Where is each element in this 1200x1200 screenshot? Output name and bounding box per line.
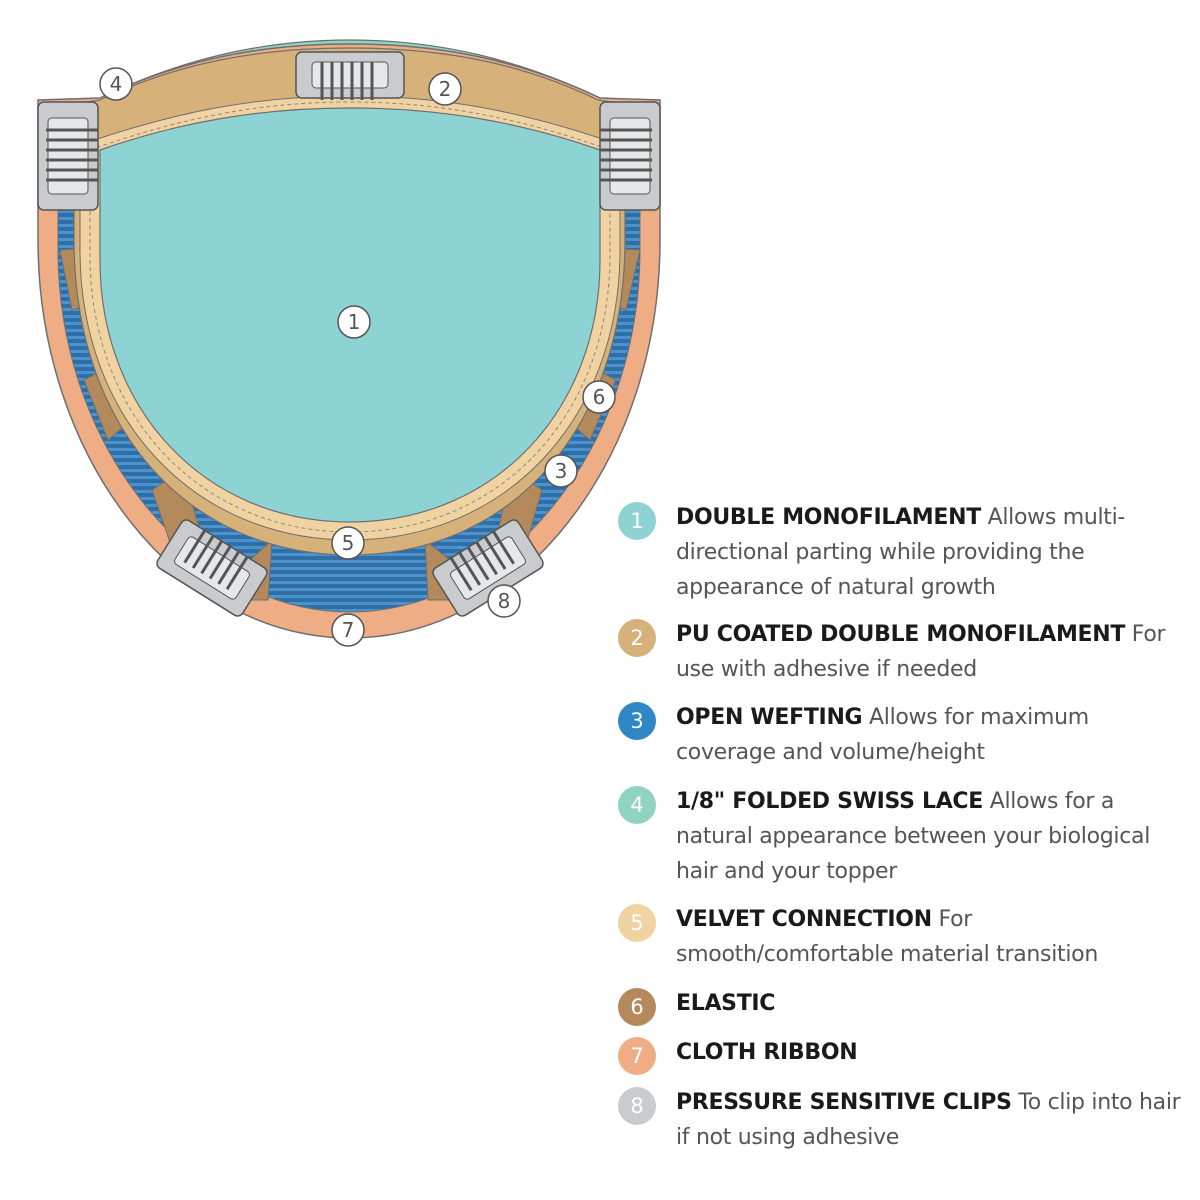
legend-color-dot: 6 xyxy=(618,988,656,1026)
legend-color-dot: 3 xyxy=(618,702,656,740)
legend-description: Allows multi-directional parting while p… xyxy=(676,505,1126,600)
marker-2: 2 xyxy=(428,72,462,106)
legend-description: For smooth/comfortable material transiti… xyxy=(676,907,1098,967)
clip-bottom-left xyxy=(156,519,268,617)
legend-text: CLOTH RIBBON xyxy=(676,1035,1191,1070)
legend-text: PRESSURE SENSITIVE CLIPS To clip into ha… xyxy=(676,1085,1191,1155)
legend-title: VELVET CONNECTION xyxy=(676,907,932,932)
marker-3: 3 xyxy=(544,454,578,488)
marker-5: 5 xyxy=(331,526,365,560)
legend-description: Allows for a natural appearance between … xyxy=(676,789,1151,884)
marker-1: 1 xyxy=(337,305,371,339)
legend-text: VELVET CONNECTION For smooth/comfortable… xyxy=(676,902,1191,972)
marker-label: 6 xyxy=(593,385,606,409)
legend-text: PU COATED DOUBLE MONOFILAMENT For use wi… xyxy=(676,617,1191,687)
legend-title: ELASTIC xyxy=(676,991,776,1016)
legend-description: For use with adhesive if needed xyxy=(676,622,1166,682)
legend-description: Allows for maximum coverage and volume/h… xyxy=(676,705,1089,765)
clip-top xyxy=(295,51,405,100)
legend-title: OPEN WEFTING xyxy=(676,705,863,730)
marker-6: 6 xyxy=(582,380,616,414)
legend-text: ELASTIC xyxy=(676,986,1191,1021)
legend-text: 1/8" FOLDED SWISS LACE Allows for a natu… xyxy=(676,784,1191,889)
legend-color-dot: 8 xyxy=(618,1087,656,1125)
marker-label: 4 xyxy=(110,72,123,96)
legend-color-dot: 2 xyxy=(618,619,656,657)
marker-label: 2 xyxy=(439,77,452,101)
legend-text: OPEN WEFTING Allows for maximum coverage… xyxy=(676,700,1191,770)
legend-title: DOUBLE MONOFILAMENT xyxy=(676,505,981,530)
legend-description: To clip into hair if not using adhesive xyxy=(676,1090,1181,1150)
marker-4: 4 xyxy=(99,67,133,101)
legend-color-dot: 4 xyxy=(618,786,656,824)
legend-color-dot: 7 xyxy=(618,1037,656,1075)
marker-label: 1 xyxy=(348,310,361,334)
legend-title: 1/8" FOLDED SWISS LACE xyxy=(676,789,984,814)
marker-label: 7 xyxy=(342,618,355,642)
marker-label: 8 xyxy=(498,589,511,613)
marker-7: 7 xyxy=(331,613,365,647)
legend-color-dot: 5 xyxy=(618,904,656,942)
marker-label: 3 xyxy=(555,459,568,483)
legend-color-dot: 1 xyxy=(618,502,656,540)
clip-left xyxy=(37,101,99,211)
clip-bottom-right xyxy=(432,519,544,617)
stitch-line xyxy=(89,101,611,533)
legend-title: CLOTH RIBBON xyxy=(676,1040,858,1065)
marker-8: 8 xyxy=(487,584,521,618)
clip-right xyxy=(599,101,661,211)
legend-title: PU COATED DOUBLE MONOFILAMENT xyxy=(676,622,1126,647)
legend-text: DOUBLE MONOFILAMENT Allows multi-directi… xyxy=(676,500,1191,605)
legend-title: PRESSURE SENSITIVE CLIPS xyxy=(676,1090,1012,1115)
marker-label: 5 xyxy=(342,531,355,555)
hair-topper-base-diagram: 1 2 3 4 5 6 7 8 xyxy=(37,39,661,647)
